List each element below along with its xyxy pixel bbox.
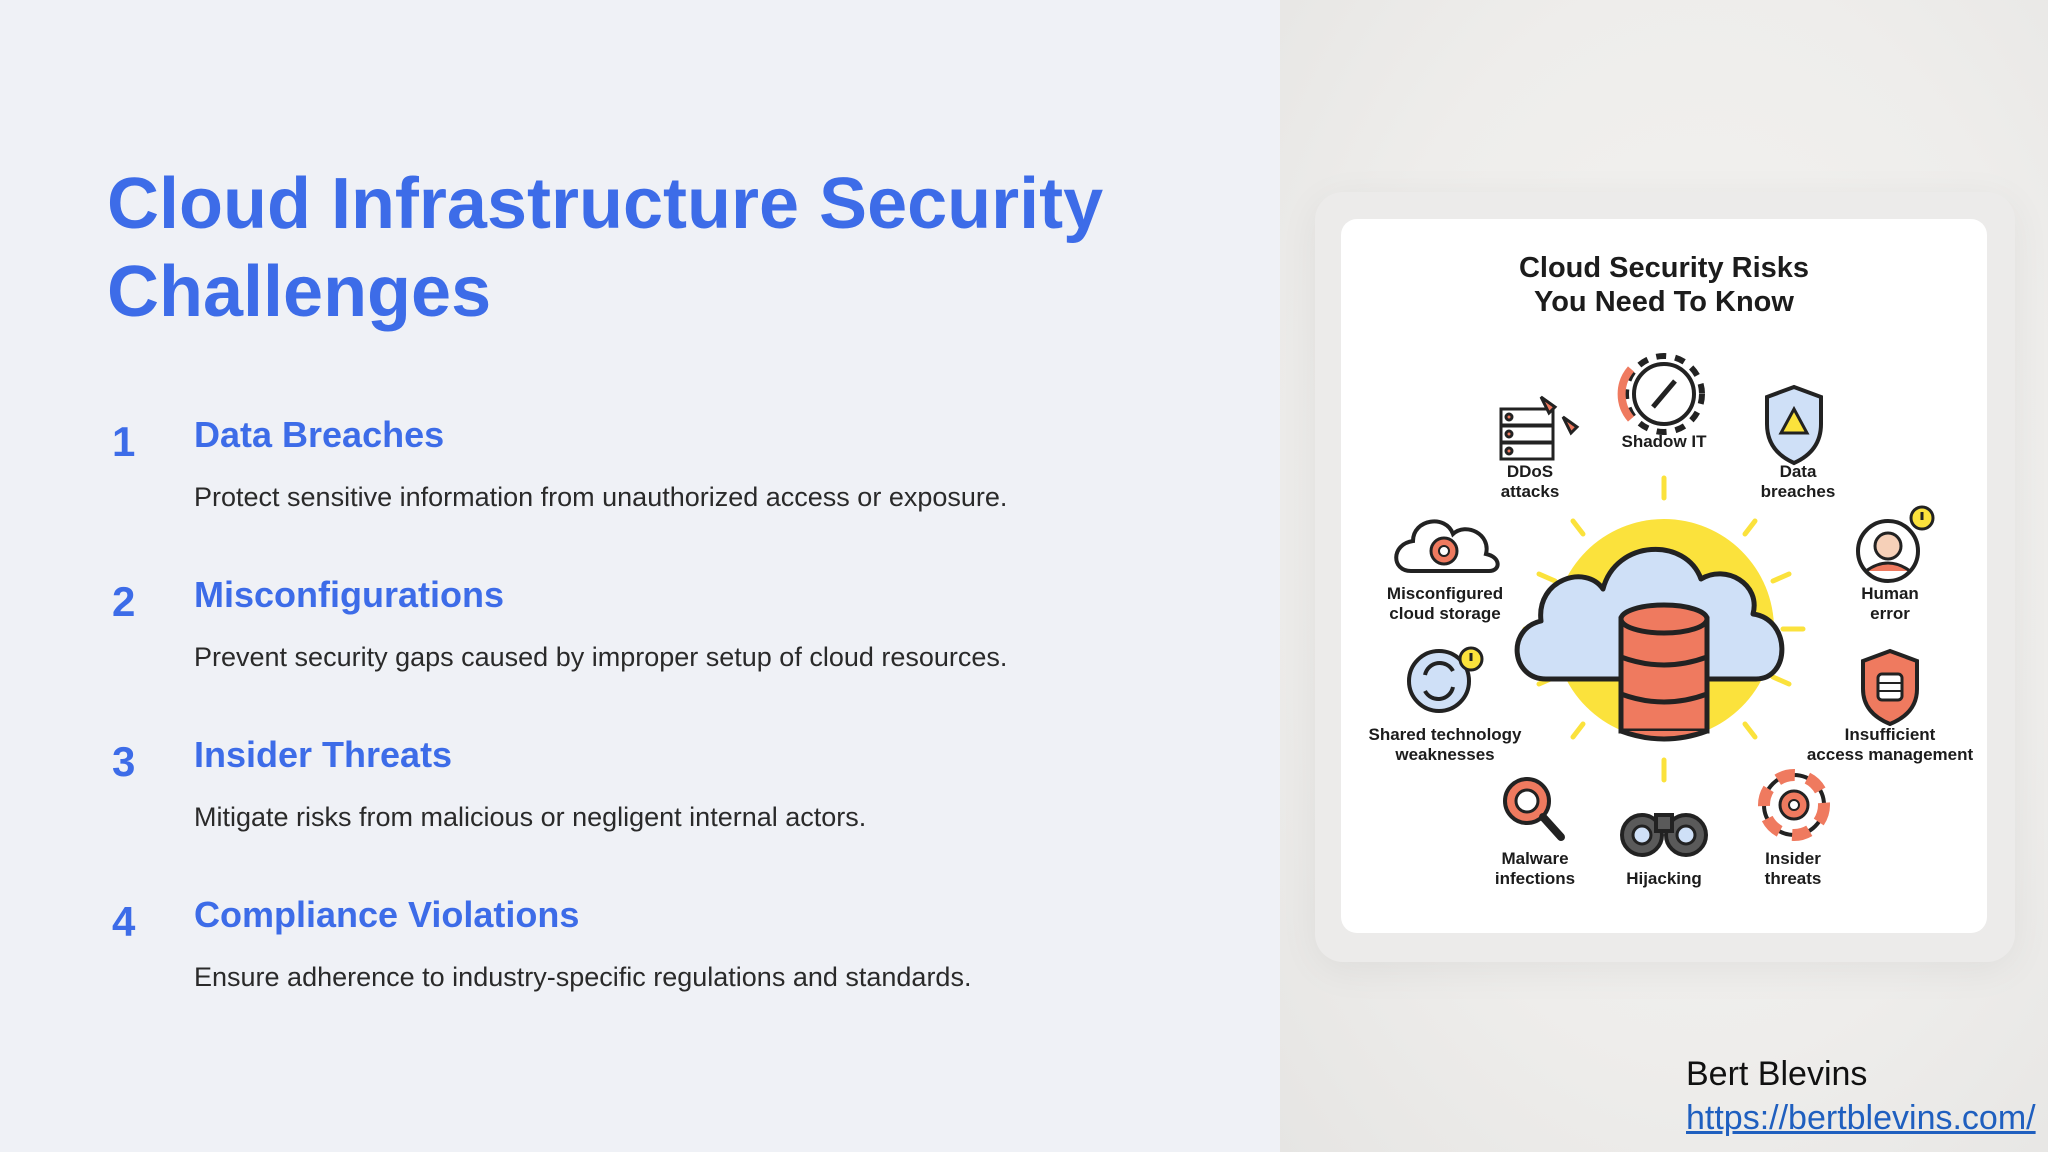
label-human-error-1: Human [1861, 584, 1919, 603]
content-panel [0, 0, 1280, 1152]
label-hijacking: Hijacking [1626, 869, 1702, 888]
insider-threat-icon [1758, 769, 1830, 841]
shield-database-icon [1861, 648, 1919, 727]
shadow-it-icon [1617, 353, 1705, 435]
item-number: 2 [112, 578, 136, 625]
person-icon [1856, 505, 1935, 583]
binoculars-icon [1620, 813, 1708, 857]
cloud-gear-icon [1394, 519, 1500, 573]
item-heading: Compliance Violations [194, 894, 580, 935]
author-name: Bert Blevins [1686, 1055, 1868, 1093]
malware-icon [1503, 777, 1565, 841]
sync-icon [1407, 646, 1484, 713]
label-misconfig-2: cloud storage [1389, 604, 1501, 623]
label-data-breaches-1: Data [1779, 462, 1817, 481]
infographic-card: Cloud Security Risks You Need To Know Sh… [1341, 219, 1987, 933]
label-malware-1: Malware [1501, 849, 1569, 868]
item-heading: Data Breaches [194, 414, 445, 455]
label-human-error-2: error [1870, 604, 1910, 623]
item-number: 3 [112, 738, 136, 785]
label-ddos-2: attacks [1500, 482, 1560, 501]
label-misconfig-1: Misconfigured [1386, 584, 1504, 603]
database-icon [1618, 602, 1710, 742]
item-description: Protect sensitive information from unaut… [194, 482, 1008, 512]
label-access-mgmt-1: Insufficient [1844, 725, 1936, 744]
item-description: Mitigate risks from malicious or neglige… [194, 802, 867, 832]
infographic-subtitle: You Need To Know [1534, 286, 1794, 318]
label-shared-tech-1: Shared technology [1368, 725, 1522, 744]
item-description: Ensure adherence to industry-specific re… [194, 962, 972, 992]
item-description: Prevent security gaps caused by improper… [194, 642, 1008, 672]
infographic-artwork [1394, 353, 1935, 857]
shield-icon [1765, 384, 1823, 466]
label-ddos-1: DDoS [1506, 462, 1554, 481]
label-insider-2: threats [1764, 869, 1822, 888]
item-number: 4 [112, 898, 136, 945]
label-malware-2: infections [1494, 869, 1576, 888]
label-shared-tech-2: weaknesses [1395, 745, 1495, 764]
infographic-title: Cloud Security Risks [1518, 252, 1810, 284]
item-number: 1 [112, 418, 136, 465]
item-heading: Insider Threats [194, 734, 453, 775]
label-insider-1: Insider [1765, 849, 1821, 868]
slide-title: Cloud Infrastructure Security Challenges [107, 164, 1104, 332]
item-heading: Misconfigurations [194, 574, 505, 615]
author-website-link[interactable]: https://bertblevins.com/ [1686, 1099, 2036, 1137]
label-data-breaches-2: breaches [1760, 482, 1836, 501]
ddos-icon [1499, 395, 1580, 461]
label-access-mgmt-2: access management [1806, 745, 1974, 764]
label-shadow-it: Shadow IT [1621, 432, 1707, 451]
